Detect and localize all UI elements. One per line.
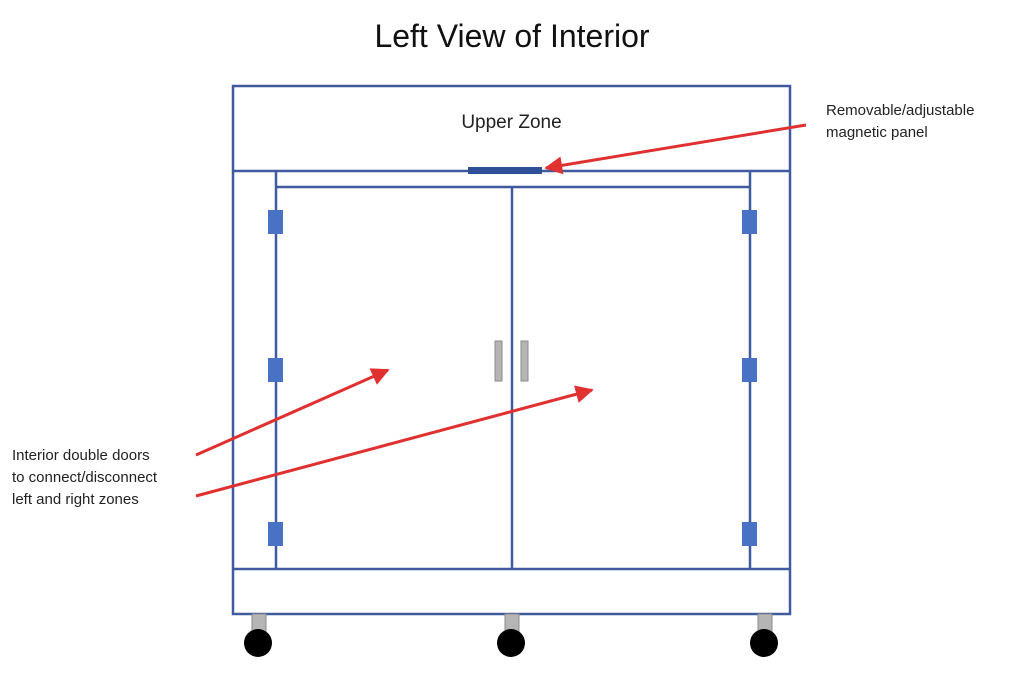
upper-zone-label: Upper Zone [461, 112, 562, 133]
panel-note: Removable/adjustable magnetic panel [826, 100, 974, 144]
hinge-icon [742, 210, 757, 234]
doors-note: Interior double doors to connect/disconn… [12, 445, 157, 511]
doors-note-line: left and right zones [12, 491, 139, 508]
wheel-icon [497, 629, 525, 657]
hinge-icon [742, 522, 757, 546]
wheel-icon [750, 629, 778, 657]
handle-icon [520, 340, 529, 382]
arrow-icon [195, 385, 594, 498]
hinge-icon [742, 358, 757, 382]
caster-right [750, 613, 778, 657]
diagram-title: Left View of Interior [374, 18, 650, 54]
handle-icon [494, 340, 503, 382]
arrow-icon [544, 123, 807, 175]
caster-center [497, 613, 525, 657]
magnetic-panel [468, 167, 542, 174]
wheel-icon [244, 629, 272, 657]
caster-left [244, 613, 272, 657]
hinge-icon [268, 210, 283, 234]
doors-note-line: to connect/disconnect [12, 469, 158, 486]
panel-note-line: magnetic panel [826, 124, 928, 141]
doors-note-line: Interior double doors [12, 447, 150, 464]
hinge-icon [268, 358, 283, 382]
arrow-icon [195, 368, 390, 457]
panel-note-line: Removable/adjustable [826, 102, 975, 119]
hinge-icon [268, 522, 283, 546]
